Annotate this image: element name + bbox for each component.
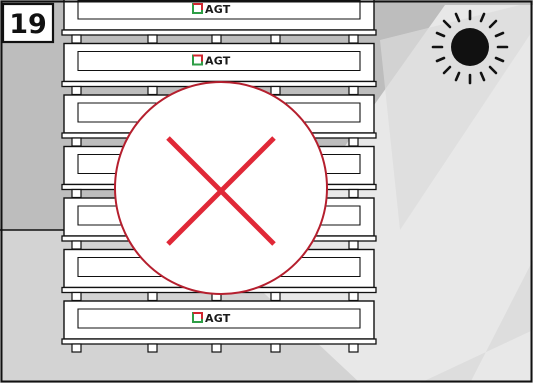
pallet-foot: [71, 343, 82, 353]
pallet-foot: [348, 137, 359, 147]
pallet-foot: [348, 34, 359, 44]
brand-label: AGT: [192, 54, 231, 68]
pallet-foot: [270, 85, 281, 96]
pallet-foot: [71, 240, 82, 250]
pallet-foot: [348, 343, 359, 353]
brand-label: AGT: [192, 3, 231, 16]
pallet-foot: [270, 291, 281, 302]
pallet-foot: [348, 240, 359, 250]
sun-icon: [431, 9, 509, 85]
prohibition-sign: [114, 81, 328, 295]
pallet-foot: [147, 343, 158, 353]
pallet-foot: [71, 85, 82, 96]
pallet-foot: [270, 34, 281, 44]
cross-mark-icon: [166, 136, 276, 246]
pallet-foot: [348, 85, 359, 96]
brand-name: AGT: [205, 3, 231, 16]
pallet-foot: [348, 188, 359, 199]
agt-logo-icon: [192, 312, 203, 323]
pallet-foot: [71, 34, 82, 44]
pallet-foot: [211, 343, 222, 353]
pallet: AGT: [61, 300, 377, 353]
brand-name: AGT: [205, 312, 231, 325]
step-number: 19: [9, 9, 47, 40]
brand-label: AGT: [192, 312, 231, 325]
light-beam-shade: [420, 120, 533, 383]
agt-logo-icon: [192, 54, 203, 66]
brand-name: AGT: [205, 55, 231, 68]
step-badge: 19: [1, 2, 55, 44]
agt-logo-icon: [192, 3, 203, 14]
pallet-foot: [147, 291, 158, 302]
pallet-foot: [147, 34, 158, 44]
light-beam-edge: [380, 5, 533, 230]
pallet-foot: [71, 188, 82, 199]
pallet-foot: [147, 85, 158, 96]
pallet-foot: [348, 291, 359, 302]
pallet-foot: [270, 343, 281, 353]
pallet-foot: [71, 291, 82, 302]
pallet-foot: [211, 34, 222, 44]
pallet-foot: [71, 137, 82, 147]
